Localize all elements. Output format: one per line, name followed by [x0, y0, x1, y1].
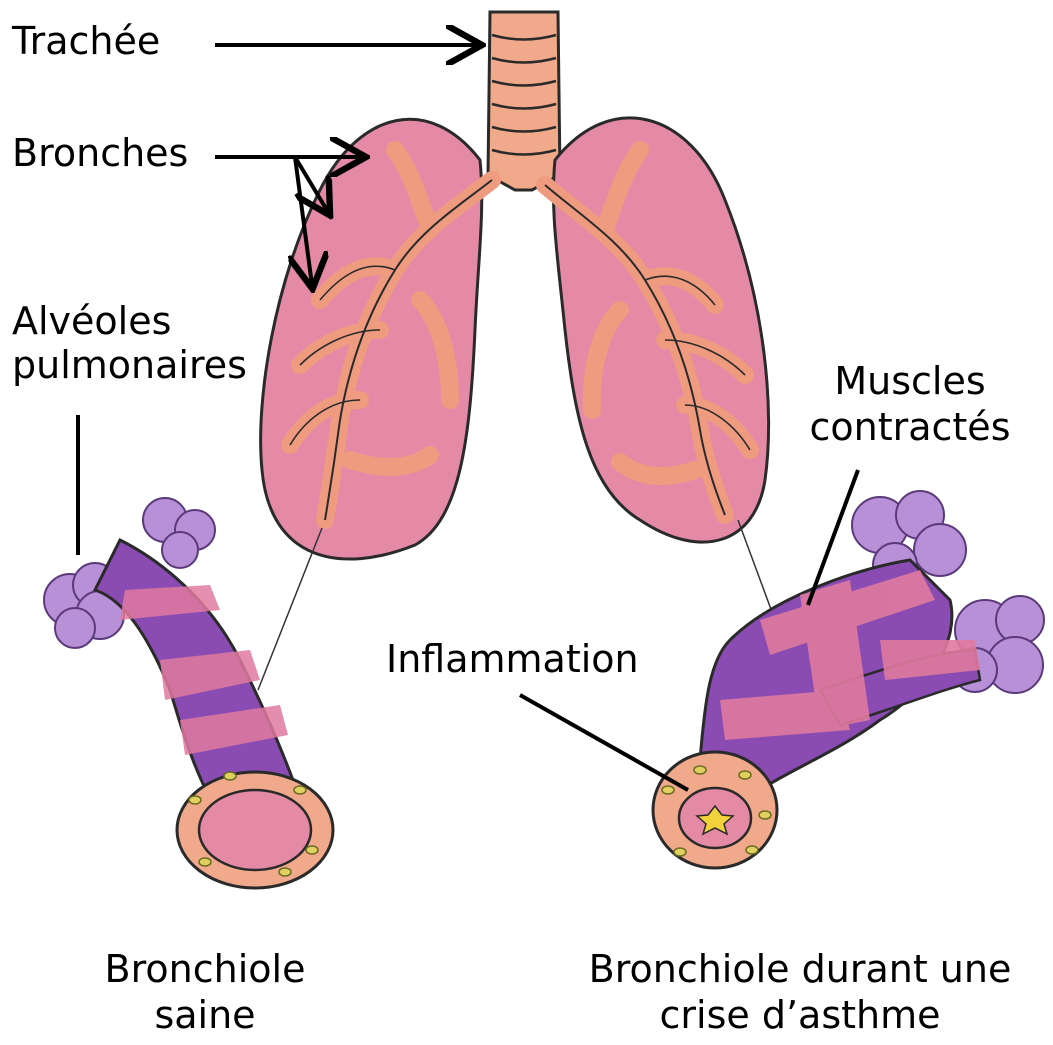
label-muscles-line1: Muscles: [790, 360, 1030, 403]
zoom-line-left: [258, 528, 322, 690]
label-healthy-line1: Bronchiole: [60, 948, 350, 991]
asthma-bronchiole-drawing: [653, 491, 1044, 868]
zoom-line-right: [738, 520, 772, 612]
label-asthma-line1: Bronchiole durant une: [560, 948, 1040, 991]
trachea-drawing: [488, 12, 560, 190]
label-alveoles-line1: Alvéoles: [12, 300, 171, 343]
label-asthma-line2: crise d’asthme: [560, 994, 1040, 1037]
left-lung-drawing: [261, 119, 492, 559]
right-lung-drawing: [545, 118, 769, 542]
label-bronches: Bronches: [12, 132, 188, 175]
inflammation-pointer-line: [520, 695, 688, 790]
label-inflammation: Inflammation: [386, 638, 639, 681]
label-muscles-line2: contractés: [790, 406, 1030, 449]
label-healthy-line2: saine: [60, 994, 350, 1037]
label-trachee: Trachée: [12, 20, 160, 63]
healthy-bronchiole-drawing: [44, 498, 333, 888]
label-alveoles-line2: pulmonaires: [12, 344, 247, 387]
